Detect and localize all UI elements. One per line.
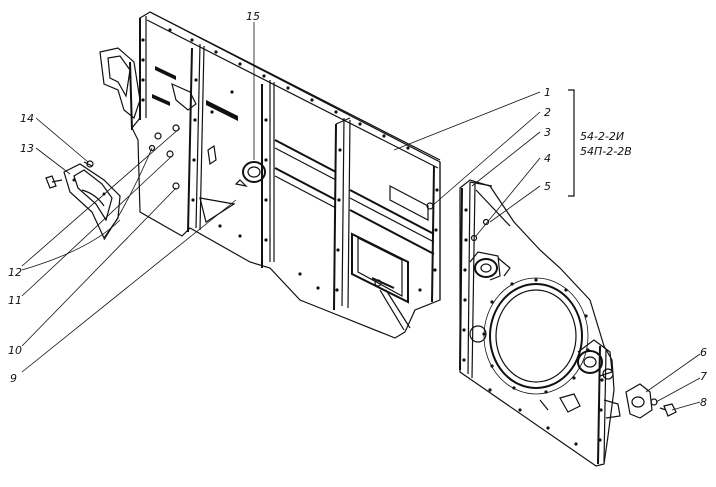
- model-code-2: 54П-2-2В: [580, 145, 632, 158]
- callout-7: 7: [700, 370, 707, 383]
- left-cover-part-13: [45, 160, 121, 240]
- callout-2: 2: [544, 106, 551, 119]
- leader-lines: [21, 22, 701, 411]
- circle-flange-holes: [462, 208, 604, 446]
- callout-6: 6: [700, 346, 707, 359]
- callout-8: 8: [700, 396, 707, 409]
- callout-5: 5: [544, 180, 551, 193]
- callout-10: 10: [8, 344, 22, 357]
- callout-11: 11: [8, 294, 22, 307]
- callout-4: 4: [544, 152, 551, 165]
- callout-14: 14: [20, 112, 34, 125]
- callout-3: 3: [544, 126, 551, 139]
- callout-15: 15: [246, 10, 260, 23]
- callout-labels: 1 2 3 4 5 6 7 8 9 10 11 12 13 14 15 54-2…: [8, 10, 707, 409]
- right-cover-part-6: [625, 383, 677, 419]
- right-end-panel: [459, 179, 621, 467]
- callout-9: 9: [10, 372, 17, 385]
- main-side-panel: [99, 11, 441, 339]
- top-edge-holes: [141, 28, 439, 292]
- callout-1: 1: [544, 86, 551, 99]
- model-bracket: [568, 89, 575, 197]
- callout-13: 13: [20, 142, 34, 155]
- callout-12: 12: [8, 266, 22, 279]
- model-code-1: 54-2-2И: [580, 130, 624, 143]
